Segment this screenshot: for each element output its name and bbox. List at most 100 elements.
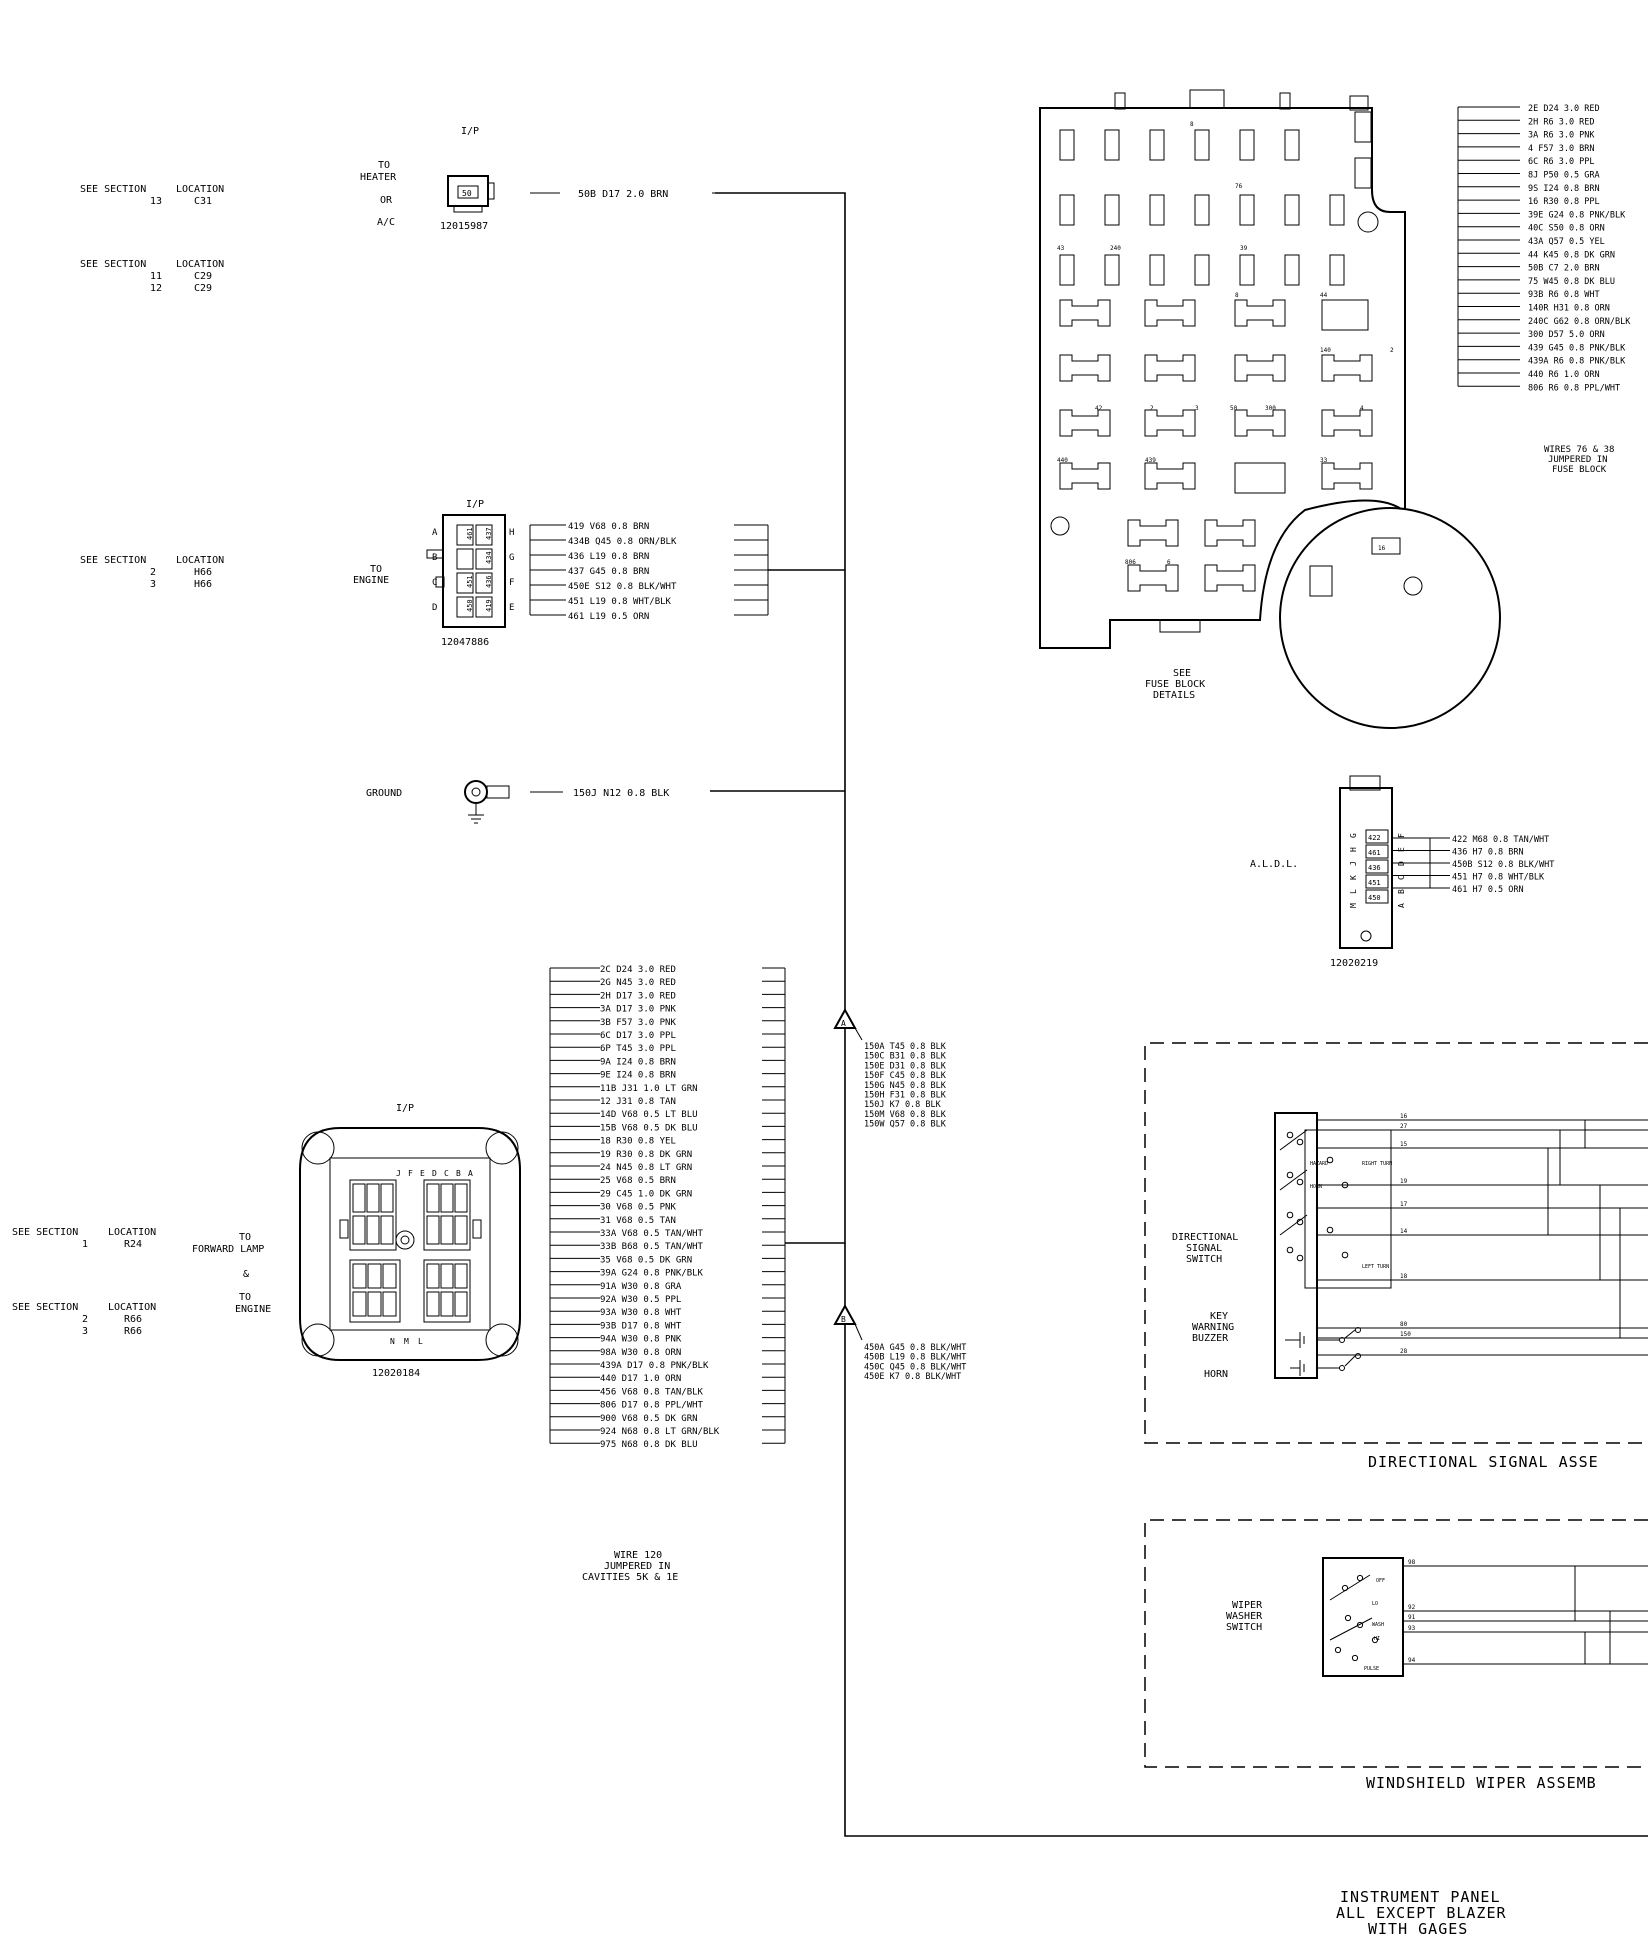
fwd-wire: 91A W30 0.8 GRA xyxy=(600,1282,682,1292)
fwd-wire: 440 D17 1.0 ORN xyxy=(600,1374,681,1384)
fuse-holder xyxy=(1234,299,1286,327)
dirsig-wire-num: 19 xyxy=(1400,1178,1408,1185)
dirsig-sw-1: DIRECTIONAL xyxy=(1172,1232,1238,1243)
dirsig-buzzer-2: WARNING xyxy=(1192,1322,1234,1333)
fuse-wire: 44 K45 0.8 DK GRN xyxy=(1528,250,1615,260)
footer-line-2: ALL EXCEPT BLAZER xyxy=(1336,1904,1507,1922)
fuse-wire: 439 G45 0.8 PNK/BLK xyxy=(1528,343,1626,353)
splice-a-wire: 150A T45 0.8 BLK xyxy=(864,1042,947,1052)
contact-dot xyxy=(1356,1621,1364,1629)
fuse-label: 240 xyxy=(1110,245,1121,252)
contact-dot xyxy=(1296,1138,1304,1146)
dirsig-inner-label: RIGHT TURN xyxy=(1362,1161,1392,1167)
fwd-engine-label: ENGINE xyxy=(235,1304,271,1315)
heater-ac-label: A/C xyxy=(377,217,395,228)
dirsig-switch-body xyxy=(1274,1112,1318,1379)
fuse-slot xyxy=(1149,129,1165,161)
ref2-section: SEE SECTION xyxy=(80,259,146,270)
fwd-amp-label: & xyxy=(243,1269,249,1280)
heater-or-label: OR xyxy=(380,195,393,206)
fwd-letter: B xyxy=(456,1169,461,1178)
fwd-cavity-cell xyxy=(366,1183,380,1213)
dirsig-wire-num: 80 xyxy=(1400,1321,1408,1328)
dirsig-wire-num: 14 xyxy=(1400,1228,1408,1235)
fwd-letter: J xyxy=(396,1169,401,1178)
wiper-sw-1: WIPER xyxy=(1232,1600,1263,1611)
heater-part-number: 12015987 xyxy=(440,221,488,232)
ref5-sec-num-1: 2 xyxy=(82,1314,88,1325)
aldl-wire: 422 M68 0.8 TAN/WHT xyxy=(1452,835,1549,845)
contact-dot xyxy=(1296,1178,1304,1186)
fwd-wire: 2C D24 3.0 RED xyxy=(600,965,676,975)
wiper-wire-num: 91 xyxy=(1408,1614,1416,1621)
fwd-wire: 11B J31 1.0 LT GRN xyxy=(600,1084,698,1094)
fwd-letter: C xyxy=(444,1169,449,1178)
fuse-slot xyxy=(1194,129,1210,161)
fwd-wire: 93B D17 0.8 WHT xyxy=(600,1321,682,1331)
dirsig-wire-num: 18 xyxy=(1400,1273,1408,1280)
ref3-loc-val-1: H66 xyxy=(194,567,212,578)
engine-cavity: 419 xyxy=(485,599,493,612)
fwd-letter: N xyxy=(390,1337,395,1346)
fuse-label: 43 xyxy=(1057,245,1065,252)
ground-eyelet-icon xyxy=(464,780,510,824)
fwd-wire: 2G N45 3.0 RED xyxy=(600,978,676,988)
fuse-slot xyxy=(1284,254,1300,286)
engine-letter-left: A xyxy=(432,528,438,538)
fwd-wire: 900 V68 0.5 DK GRN xyxy=(600,1414,698,1424)
contact-dot xyxy=(1286,1171,1294,1179)
fuse-holder xyxy=(1059,354,1111,382)
fwd-cavity-cell xyxy=(380,1215,394,1245)
fwd-wire: 6P T45 3.0 PPL xyxy=(600,1044,676,1054)
fuse-holder xyxy=(1204,519,1256,547)
dirsig-inner-label: LEFT TURN xyxy=(1362,1264,1389,1270)
engine-letter-right: E xyxy=(509,603,514,613)
fuse-label: 439 xyxy=(1145,457,1156,464)
engine-cavity: 437 xyxy=(485,527,493,540)
fuse-label: 42 xyxy=(1095,405,1103,412)
fuse-holder xyxy=(1204,564,1256,592)
wiper-sw-2: WASHER xyxy=(1226,1611,1263,1622)
ref4-sec-num: 1 xyxy=(82,1239,88,1250)
ref2-sec-num-1: 11 xyxy=(150,271,162,282)
fwd-wire: 6C D17 3.0 PPL xyxy=(600,1031,676,1041)
engine-cavity: 436 xyxy=(485,575,493,588)
contact-dot xyxy=(1286,1246,1294,1254)
fuse-holder xyxy=(1127,519,1179,547)
fwd-wire: 29 C45 1.0 DK GRN xyxy=(600,1189,692,1199)
footer-line-3: WITH GAGES xyxy=(1368,1920,1468,1938)
fuse-label: 44 xyxy=(1320,292,1328,299)
dirsig-horn: HORN xyxy=(1204,1369,1228,1380)
wiper-inner-label: LO xyxy=(1372,1601,1378,1607)
engine-letter-right: H xyxy=(509,528,514,538)
fwd-wire: 19 R30 0.8 DK GRN xyxy=(600,1150,692,1160)
fuse-holder xyxy=(1321,409,1373,437)
fuse-slot xyxy=(1239,194,1255,226)
heater-to-label: TO xyxy=(378,160,390,171)
aldl-cavity-cell xyxy=(1365,859,1389,874)
fuse-holder xyxy=(1059,299,1111,327)
fwd-wire: 31 V68 0.5 TAN xyxy=(600,1216,676,1226)
dirsig-buzzer-1: KEY xyxy=(1210,1311,1228,1322)
engine-wire: 450E S12 0.8 BLK/WHT xyxy=(568,582,677,592)
dirsig-assembly: DIRECTIONAL SIGNAL SWITCH KEY WARNING BU… xyxy=(1144,1042,1648,1471)
contact-dot xyxy=(1344,1614,1352,1622)
aldl-part-number: 12020219 xyxy=(1330,958,1378,969)
engine-letter-right: G xyxy=(509,553,514,563)
fwd-wire: 30 V68 0.5 PNK xyxy=(600,1203,676,1213)
aldl-wire: 461 H7 0.5 ORN xyxy=(1452,885,1524,895)
engine-wire: 451 L19 0.8 WHT/BLK xyxy=(568,597,672,607)
fuse-wire: 6C R6 3.0 PPL xyxy=(1528,157,1595,167)
fwd-wire: 456 V68 0.8 TAN/BLK xyxy=(600,1387,704,1397)
ref3-location: LOCATION xyxy=(176,555,224,566)
fwd-cavity-cell xyxy=(380,1183,394,1213)
aldl-letter-left: H xyxy=(1349,847,1358,852)
fwd-cavity-cell xyxy=(352,1263,367,1289)
